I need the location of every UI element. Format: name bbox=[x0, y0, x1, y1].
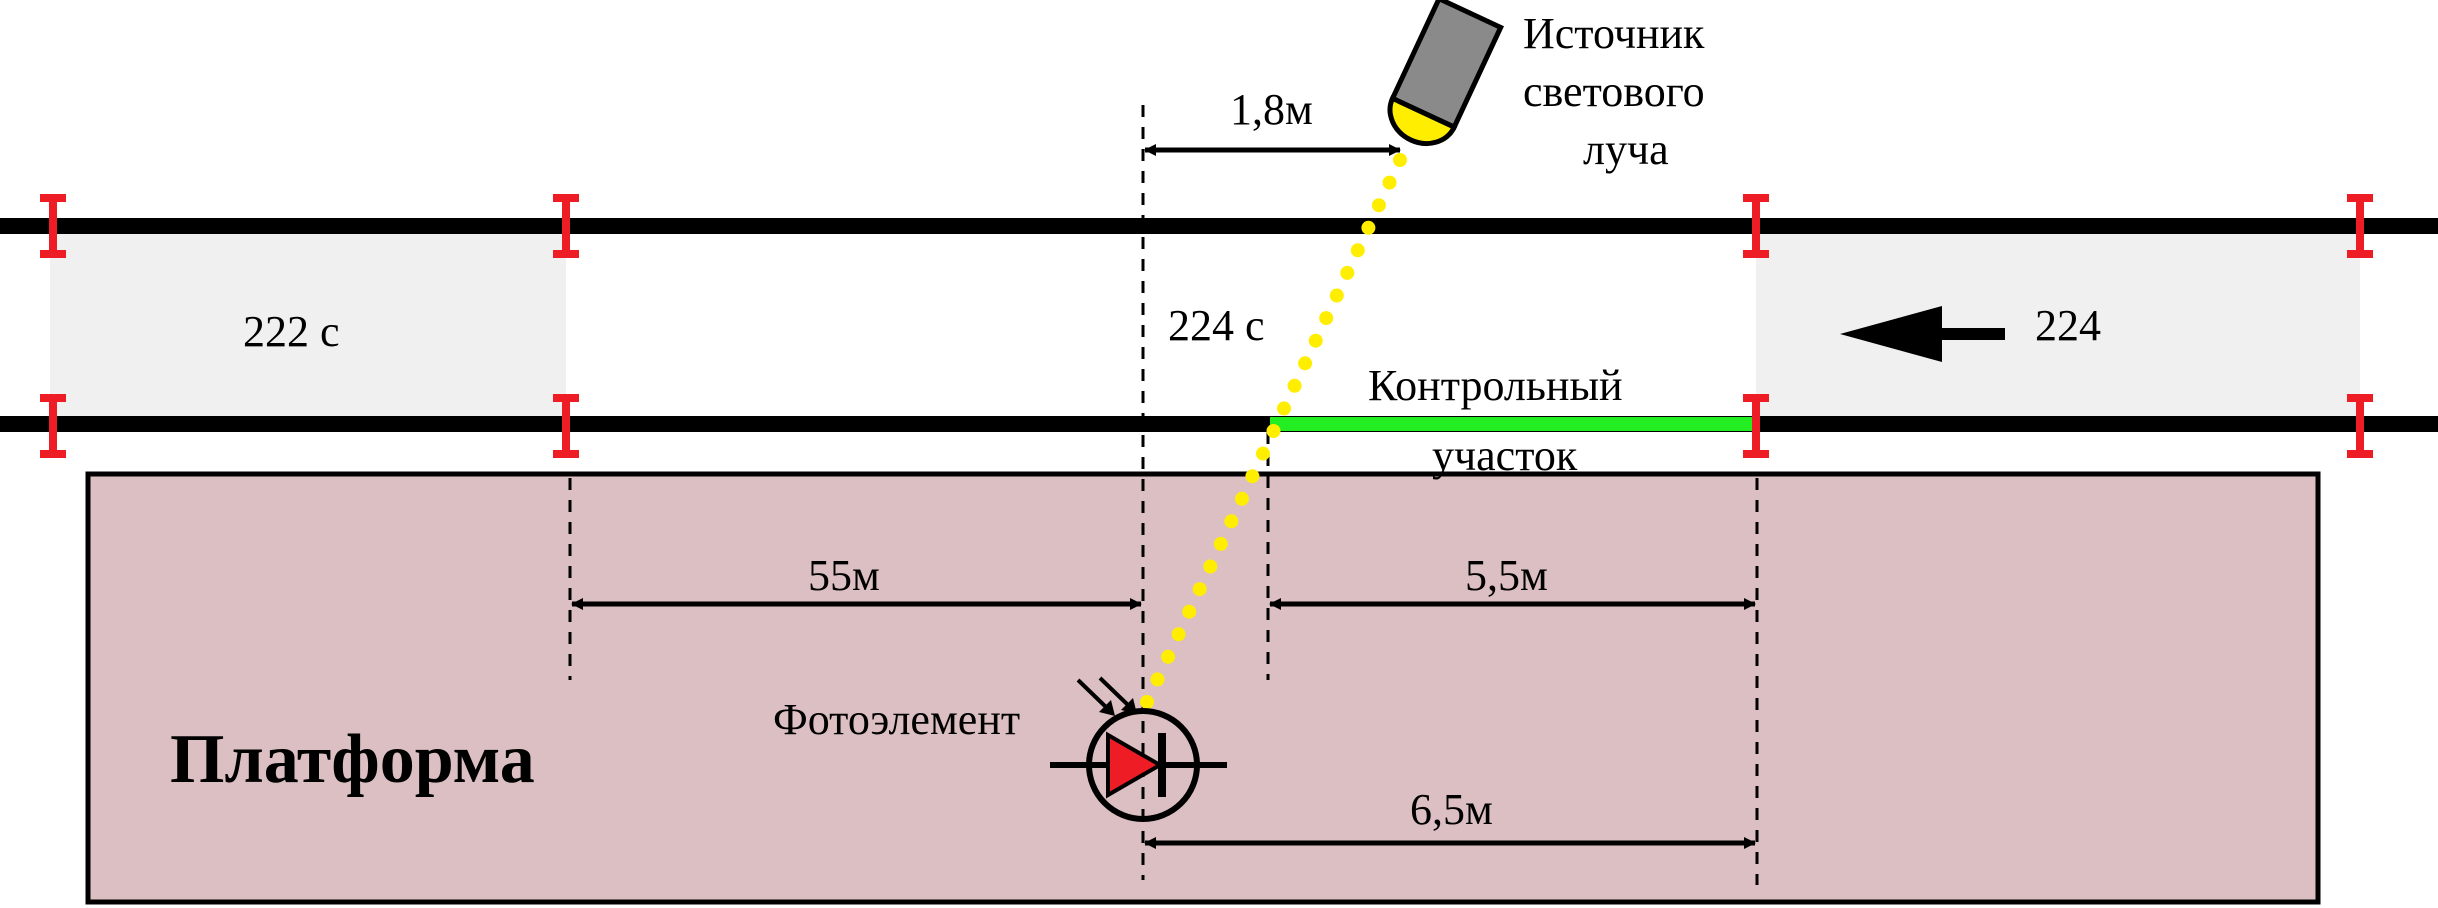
arrow-left-icon bbox=[1840, 306, 2005, 362]
insulating-joint bbox=[553, 194, 579, 258]
beam-dot bbox=[1266, 424, 1281, 438]
insulating-joint bbox=[553, 394, 579, 458]
beam-dot bbox=[1171, 627, 1186, 642]
lamp-icon bbox=[1387, 0, 1505, 146]
insulating-joint bbox=[1743, 194, 1769, 258]
photoelement-label: Фотоэлемент bbox=[773, 695, 1020, 744]
beam-dot bbox=[1245, 469, 1260, 484]
beam-dot bbox=[1213, 536, 1228, 551]
insulating-joint bbox=[40, 394, 66, 458]
platform-area bbox=[85, 471, 2321, 905]
beam-dot bbox=[1224, 514, 1239, 529]
section-224-right-label: 224 bbox=[2035, 301, 2101, 350]
light-source-label: светового bbox=[1523, 67, 1705, 116]
insulating-joint bbox=[2347, 394, 2373, 458]
insulating-joint bbox=[1743, 394, 1769, 458]
insulating-joint bbox=[40, 194, 66, 258]
beam-dot bbox=[1298, 356, 1313, 371]
beam-dot bbox=[1277, 401, 1291, 416]
distance-5-5m-label: 5,5м bbox=[1465, 551, 1548, 600]
light-source-label: луча bbox=[1583, 125, 1669, 174]
beam-dot bbox=[1182, 604, 1197, 619]
beam-dot bbox=[1192, 582, 1207, 597]
beam-dot bbox=[1382, 175, 1397, 190]
beam-dot bbox=[1150, 672, 1165, 687]
distance-6-5m-label: 6,5м bbox=[1410, 785, 1493, 834]
beam-dot bbox=[1361, 220, 1376, 235]
control-section-label: Контрольный bbox=[1368, 361, 1623, 410]
light-beam bbox=[1140, 153, 1407, 709]
photodiode-icon bbox=[1050, 676, 1227, 822]
beam-dot bbox=[1287, 378, 1302, 393]
section-222-fill bbox=[50, 232, 566, 417]
section-224-label: 224 с bbox=[1168, 301, 1265, 350]
beam-dot bbox=[1203, 559, 1218, 574]
beam-dot bbox=[1308, 333, 1323, 348]
beam-dot bbox=[1371, 198, 1386, 213]
distance-1-8m-label: 1,8м bbox=[1230, 85, 1313, 134]
beam-dot bbox=[1319, 311, 1334, 326]
section-222-label: 222 с bbox=[243, 307, 340, 356]
beam-dot bbox=[1329, 288, 1344, 303]
reference-lines bbox=[568, 105, 1759, 885]
beam-dot bbox=[1350, 243, 1365, 258]
light-source-label: Источник bbox=[1523, 9, 1705, 58]
control-section-label: участок bbox=[1432, 431, 1578, 480]
section-224-fill bbox=[1756, 232, 2360, 417]
beam-dot bbox=[1340, 265, 1355, 280]
beam-dot bbox=[1234, 491, 1249, 506]
beam-dot bbox=[1161, 649, 1176, 664]
distance-55m-label: 55м bbox=[808, 551, 880, 600]
beam-dot bbox=[1256, 446, 1270, 461]
platform-label: Платформа bbox=[170, 721, 535, 798]
insulating-joint bbox=[2347, 194, 2373, 258]
beam-dot bbox=[1393, 153, 1407, 167]
beam-dot bbox=[1140, 695, 1154, 709]
